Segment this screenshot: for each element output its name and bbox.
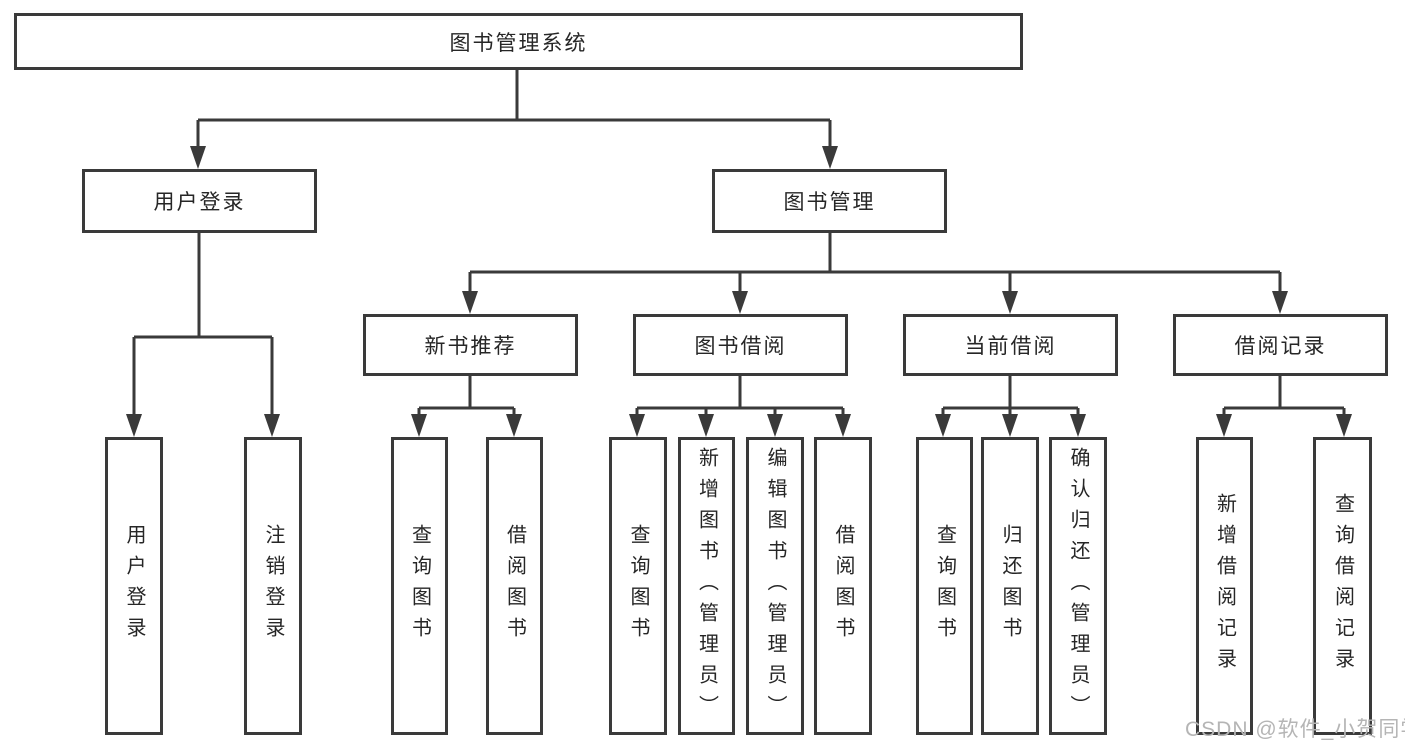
node-borrow-record: 借阅记录 [1173,314,1388,376]
node-book-borrow: 图书借阅 [633,314,848,376]
leaf-user-login-label: 用户登录 [123,524,145,648]
leaf-add-borrow-record: 新增借阅记录 [1196,437,1253,735]
node-book-management: 图书管理 [712,169,947,233]
leaf-borrow-book-label: 借阅图书 [503,524,526,648]
leaf-edit-book-admin-label: 编辑图书（管理员） [764,446,786,726]
csdn-watermark: CSDN @软件_小贺同学 [1185,718,1405,741]
leaf-query-book: 查询图书 [916,437,973,735]
node-book-borrow-label: 图书借阅 [694,335,787,358]
leaf-query-book-label: 查询图书 [627,524,649,648]
node-current-borrow-label: 当前借阅 [964,335,1057,358]
leaf-add-book-admin-label: 新增图书（管理员） [695,446,718,726]
leaf-add-borrow-record-label: 新增借阅记录 [1213,493,1236,679]
leaf-confirm-return-admin-label: 确认归还（管理员） [1067,446,1089,726]
node-user-login: 用户登录 [82,169,317,233]
node-root: 图书管理系统 [14,13,1023,70]
leaf-borrow-book-label: 借阅图书 [832,524,854,648]
leaf-add-book-admin: 新增图书（管理员） [678,437,735,735]
leaf-query-borrow-record: 查询借阅记录 [1313,437,1372,735]
leaf-borrow-book: 借阅图书 [814,437,872,735]
leaf-edit-book-admin: 编辑图书（管理员） [746,437,804,735]
leaf-query-book-label: 查询图书 [408,524,431,648]
leaf-return-book-label: 归还图书 [999,524,1021,648]
node-new-book-recommend: 新书推荐 [363,314,578,376]
leaf-confirm-return-admin: 确认归还（管理员） [1049,437,1107,735]
leaf-borrow-book: 借阅图书 [486,437,543,735]
leaf-query-borrow-record-label: 查询借阅记录 [1331,493,1354,679]
node-current-borrow: 当前借阅 [903,314,1118,376]
node-borrow-record-label: 借阅记录 [1234,335,1327,358]
leaf-user-login: 用户登录 [105,437,163,735]
node-root-label: 图书管理系统 [449,31,588,55]
leaf-logout-label: 注销登录 [262,524,284,648]
leaf-query-book: 查询图书 [609,437,667,735]
node-new-book-recommend-label: 新书推荐 [424,335,517,358]
leaf-query-book-label: 查询图书 [933,524,956,648]
leaf-logout: 注销登录 [244,437,302,735]
node-user-login-label: 用户登录 [153,191,246,214]
node-book-management-label: 图书管理 [783,191,876,214]
leaf-return-book: 归还图书 [981,437,1039,735]
leaf-query-book: 查询图书 [391,437,448,735]
